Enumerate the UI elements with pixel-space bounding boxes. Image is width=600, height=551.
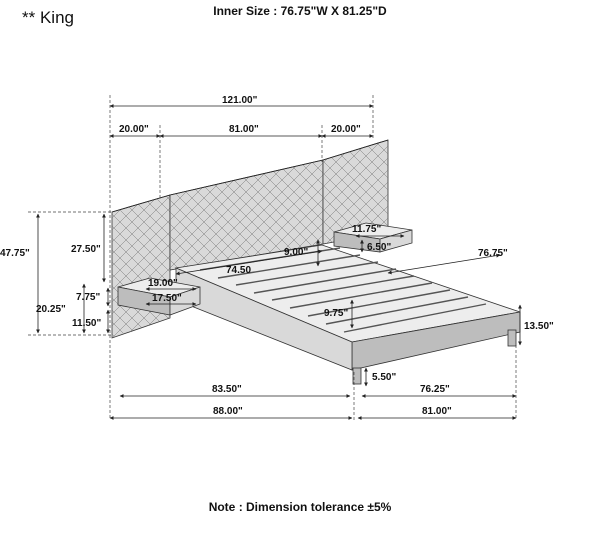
tolerance-note: Note : Dimension tolerance ±5% <box>208 500 392 514</box>
bed-illustration <box>111 139 521 385</box>
dim-side-panel-left: 20.00" <box>119 124 149 135</box>
front-leg-right <box>507 329 517 347</box>
dim-leg-height: 5.50" <box>372 372 396 383</box>
dim-right-drawer-h: 6.50" <box>367 242 391 253</box>
dimension-labels: 121.00" 20.00" 81.00" 20.00" 47.75" 27.5… <box>0 95 554 417</box>
size-label: ** King <box>22 8 74 27</box>
dim-headboard-gap: 9.00" <box>284 247 308 258</box>
dim-frame-height: 13.50" <box>524 321 554 332</box>
dim-nightstand-depth: 17.50" <box>152 293 182 304</box>
dim-inner-width: 76.75" <box>478 248 508 259</box>
dim-nightstand-width: 19.00" <box>148 278 178 289</box>
dim-nightstand-height: 20.25" <box>36 304 66 315</box>
dim-slat-span: 74.50 <box>226 265 251 276</box>
dim-headboard-height: 27.50" <box>71 244 101 255</box>
dim-nightstand-floor-gap: 11.50" <box>72 318 101 329</box>
dim-inner-depth: 83.50" <box>212 384 242 395</box>
dim-side-panel-right: 20.00" <box>331 124 361 135</box>
dim-total-width: 121.00" <box>222 95 258 106</box>
front-leg-left <box>352 367 362 385</box>
dim-nightstand-drawer-h: 7.75" <box>76 292 100 303</box>
dim-inner-length: 76.25" <box>420 384 450 395</box>
inner-size-title: Inner Size : 76.75"W X 81.25"D <box>213 4 387 18</box>
dim-rail-height: 9.75" <box>324 308 348 319</box>
dimension-lines <box>28 95 522 420</box>
dim-total-height: 47.75" <box>0 248 30 259</box>
dim-overall-length: 81.00" <box>422 406 452 417</box>
dim-overall-depth: 88.00" <box>213 406 243 417</box>
dim-center-panel: 81.00" <box>229 124 259 135</box>
dim-right-drawer-w: 11.75" <box>352 224 381 235</box>
